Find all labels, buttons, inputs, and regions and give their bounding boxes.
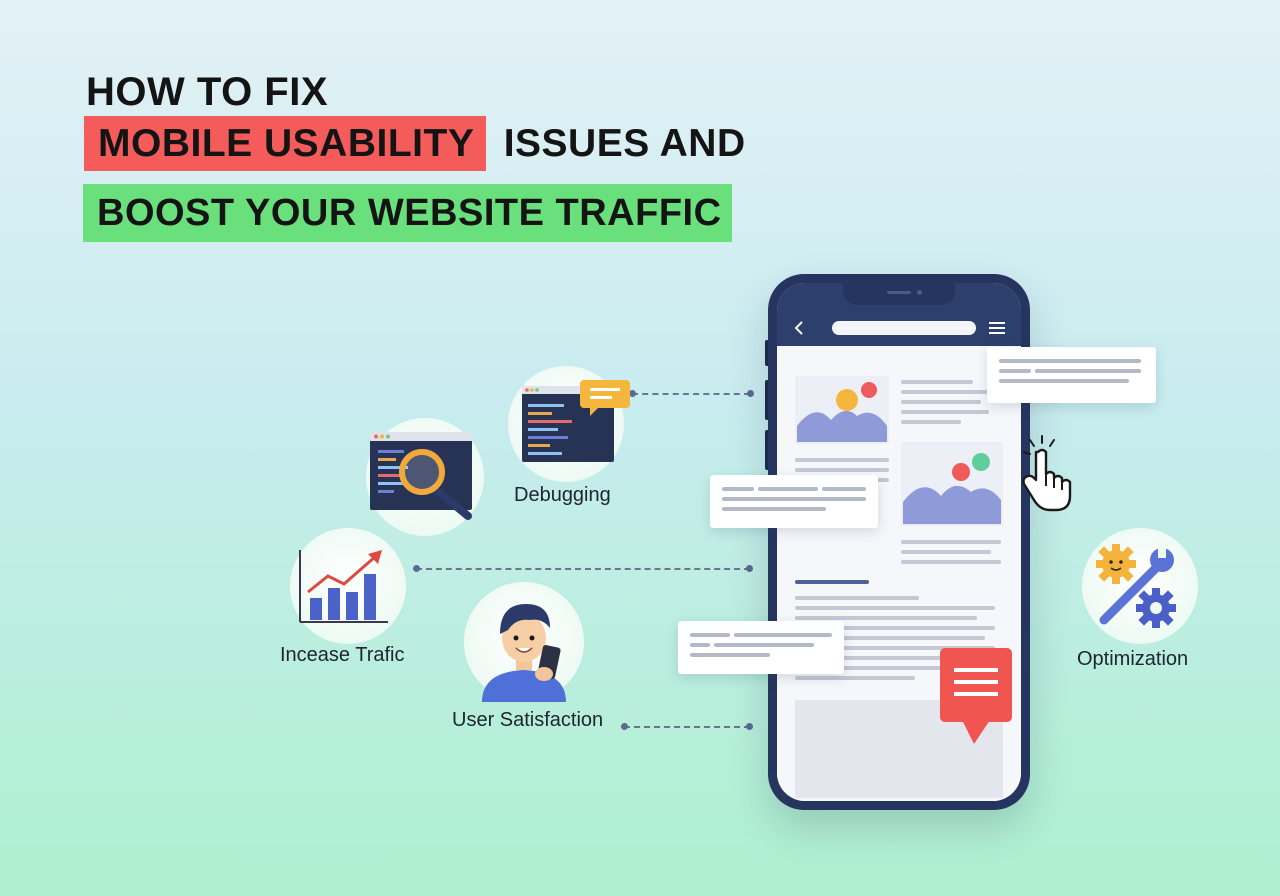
image-placeholder-1 (795, 376, 889, 444)
phone-side-button (765, 380, 770, 420)
chat-bubble-icon (940, 648, 1012, 744)
floating-card-bottom-left (678, 621, 844, 674)
hand-pointer-icon (1022, 435, 1072, 512)
feature-label-satisfaction: User Satisfaction (452, 709, 604, 731)
image-placeholder-icon (797, 382, 887, 442)
floating-card-middle-left (710, 475, 878, 528)
feature-circle-traffic (290, 528, 406, 644)
connector-dot (746, 723, 753, 730)
floating-card-top-right (987, 347, 1156, 403)
connector-dot (747, 390, 754, 397)
feature-label-optimization: Optimization (1077, 648, 1189, 670)
connector-debugging (632, 393, 750, 395)
headline-highlight-red: MOBILE USABILITY (84, 116, 487, 171)
code-window-search-icon (370, 432, 472, 520)
connector-satisfaction (624, 726, 750, 728)
headline-text-2: ISSUES AND (503, 122, 746, 165)
phone-side-button (765, 340, 770, 366)
hamburger-menu-icon[interactable] (989, 322, 1005, 334)
code-window-chat-icon (522, 380, 630, 462)
gear-wrench-icon (1096, 544, 1176, 628)
phone-browser-header (777, 283, 1021, 346)
bar-chart-up-icon (299, 550, 388, 623)
image-placeholder-icon (903, 453, 1001, 524)
headline-text-1: HOW TO FIX (86, 70, 329, 114)
connector-dot (746, 565, 753, 572)
connector-dot (621, 723, 628, 730)
connector-traffic (416, 568, 750, 570)
headline-line-1: HOW TO FIX (86, 70, 328, 115)
connector-dot (413, 565, 420, 572)
phone-notch (843, 283, 955, 305)
user-phone-icon (482, 604, 566, 702)
image-placeholder-2 (901, 442, 1003, 526)
phone-side-button (765, 430, 770, 470)
smartphone (768, 274, 1030, 810)
headline-line-3: BOOST YOUR WEBSITE TRAFFIC (83, 184, 732, 242)
feature-label-traffic: Incease Trafic (280, 644, 405, 666)
headline-line-2: MOBILE USABILITY ISSUES AND (84, 116, 746, 171)
feature-label-debugging: Debugging (514, 484, 611, 506)
section-heading-line (795, 580, 869, 584)
connector-dot (629, 390, 636, 397)
url-bar[interactable] (832, 321, 976, 335)
headline-highlight-green: BOOST YOUR WEBSITE TRAFFIC (83, 184, 732, 242)
back-chevron-icon[interactable] (793, 321, 805, 335)
